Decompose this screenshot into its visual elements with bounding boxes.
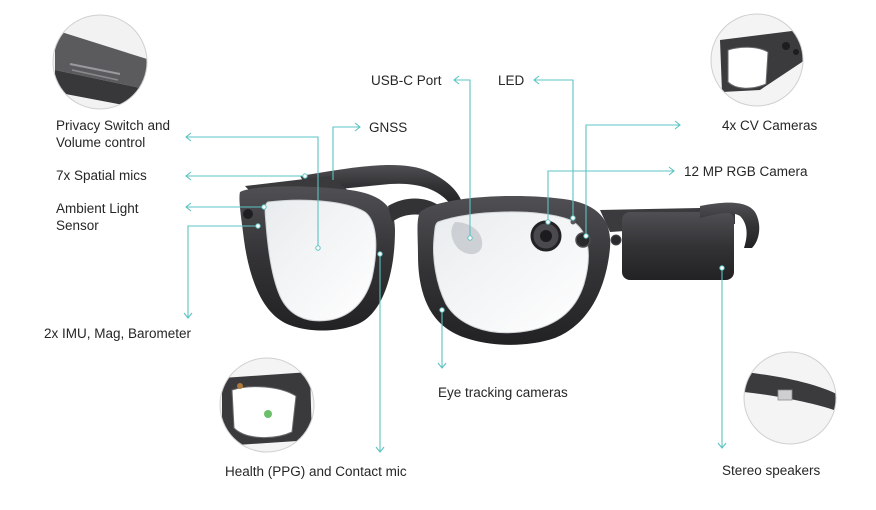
nose-pad [451, 222, 483, 255]
left-cv-camera [243, 209, 253, 219]
cv-camera-side [610, 234, 622, 246]
inset-privacy-switch [53, 15, 147, 109]
inset-health-sensor [220, 358, 314, 452]
label-eye-tracking: Eye tracking cameras [438, 385, 568, 400]
inset-stereo-speakers [744, 352, 836, 444]
rgb-camera-glass [540, 230, 552, 242]
label-health: Health (PPG) and Contact mic [225, 464, 407, 479]
leader-led [534, 79, 574, 218]
label-led: LED [498, 73, 525, 88]
label-imu: 2x IMU, Mag, Barometer [44, 326, 192, 341]
right-battery-module [622, 212, 734, 280]
label-privacy-switch: Privacy Switch and Volume control [56, 118, 171, 150]
leader-rgb-camera [547, 170, 674, 222]
label-rgb-camera: 12 MP RGB Camera [684, 164, 808, 179]
leader-gnss [332, 126, 360, 180]
right-temple-arm [700, 202, 760, 248]
inset-cv-cameras [711, 14, 803, 106]
led-dot [570, 219, 576, 225]
label-gnss: GNSS [369, 120, 408, 135]
left-lens [264, 199, 377, 322]
leader-lines [183, 75, 727, 453]
leader-cv-cameras [585, 124, 680, 236]
leader-usbc [454, 79, 471, 238]
label-spatial-mics: 7x Spatial mics [56, 168, 147, 183]
label-stereo-speakers: Stereo speakers [722, 463, 821, 478]
label-usb-c: USB-C Port [371, 73, 442, 88]
bridge [388, 198, 440, 222]
leader-privacy-switch [186, 136, 319, 248]
leader-imu [187, 225, 258, 318]
left-temple-arm [300, 164, 462, 206]
label-ambient-light: Ambient Light Sensor [56, 201, 139, 233]
label-cv-cameras: 4x CV Cameras [722, 118, 818, 133]
